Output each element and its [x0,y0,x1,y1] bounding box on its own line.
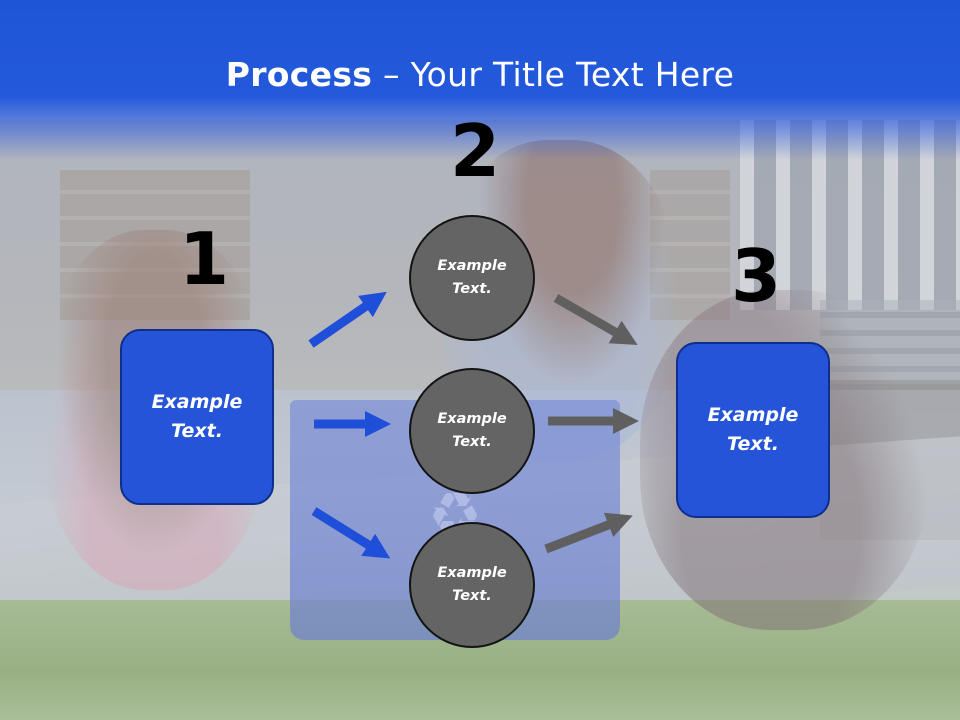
step-1-box[interactable]: Example Text. [120,329,274,505]
circle-top-label: Example Text. [437,258,507,297]
header-band [0,0,960,160]
circle-bottom-label: Example Text. [437,565,507,604]
arrow-step1-to-circle-bottom [311,507,391,559]
step-3-label: Example Text. [707,404,799,455]
arrow-circle-bottom-to-step3 [544,512,633,554]
step-number-1: 1 [179,217,230,301]
step-2-circle-bottom[interactable]: Example Text. [409,522,535,648]
slide-title-rest: – Your Title Text Here [372,55,735,94]
arrow-circle-top-to-step3 [553,294,638,345]
circle-middle-label: Example Text. [437,411,507,450]
step-3-box[interactable]: Example Text. [676,342,830,518]
step-number-3: 3 [731,234,782,318]
step-2-circle-top[interactable]: Example Text. [409,215,535,341]
step-number-2: 2 [450,109,501,193]
slide-title: Process – Your Title Text Here [0,55,960,94]
slide-title-bold: Process [225,55,373,94]
step-1-label: Example Text. [151,391,243,442]
arrow-step1-to-circle-top [308,291,387,348]
step-2-circle-middle[interactable]: Example Text. [409,368,535,494]
